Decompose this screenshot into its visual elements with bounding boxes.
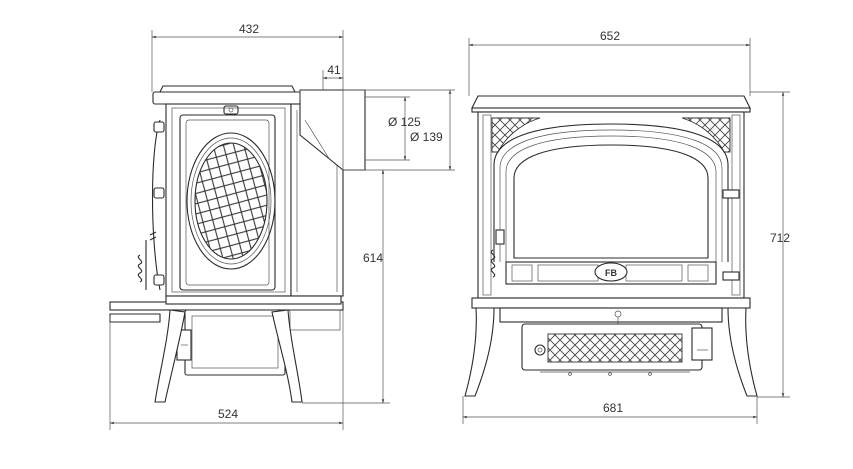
dimension-front-bottom-width: 681 — [462, 396, 758, 424]
side-stove-body — [109, 85, 366, 403]
dimension-flue-offset: 41 — [322, 63, 344, 90]
dim-label-side-top: 432 — [239, 22, 259, 36]
dim-label-front-height: 712 — [770, 231, 790, 245]
dimension-side-bottom-depth: 524 — [109, 310, 344, 430]
front-stove-body: FB — [464, 95, 758, 397]
dim-label-flue-height: 614 — [363, 251, 383, 265]
brand-badge — [594, 262, 628, 282]
dimension-flue-diameter-inner: Ø 125 — [365, 96, 421, 161]
dimension-flue-height: 614 — [302, 169, 390, 404]
front-view: 652 — [462, 29, 790, 424]
dim-label-flue-outer: Ø 139 — [410, 130, 443, 144]
dim-label-flue-inner: Ø 125 — [388, 115, 421, 129]
dim-label-front-top: 652 — [600, 29, 620, 43]
dim-label-side-bottom: 524 — [218, 407, 238, 421]
dim-label-flue-offset: 41 — [327, 63, 341, 77]
dimension-side-top-width: 432 — [151, 22, 344, 120]
dimension-front-top-width: 652 — [468, 29, 751, 96]
side-view: 432 41 — [109, 22, 455, 430]
dimension-flue-diameter-outer: Ø 139 — [343, 89, 455, 171]
brand-badge-text: FB — [605, 268, 617, 278]
dim-label-front-bottom: 681 — [603, 401, 623, 415]
dimension-front-height: 712 — [750, 91, 790, 398]
